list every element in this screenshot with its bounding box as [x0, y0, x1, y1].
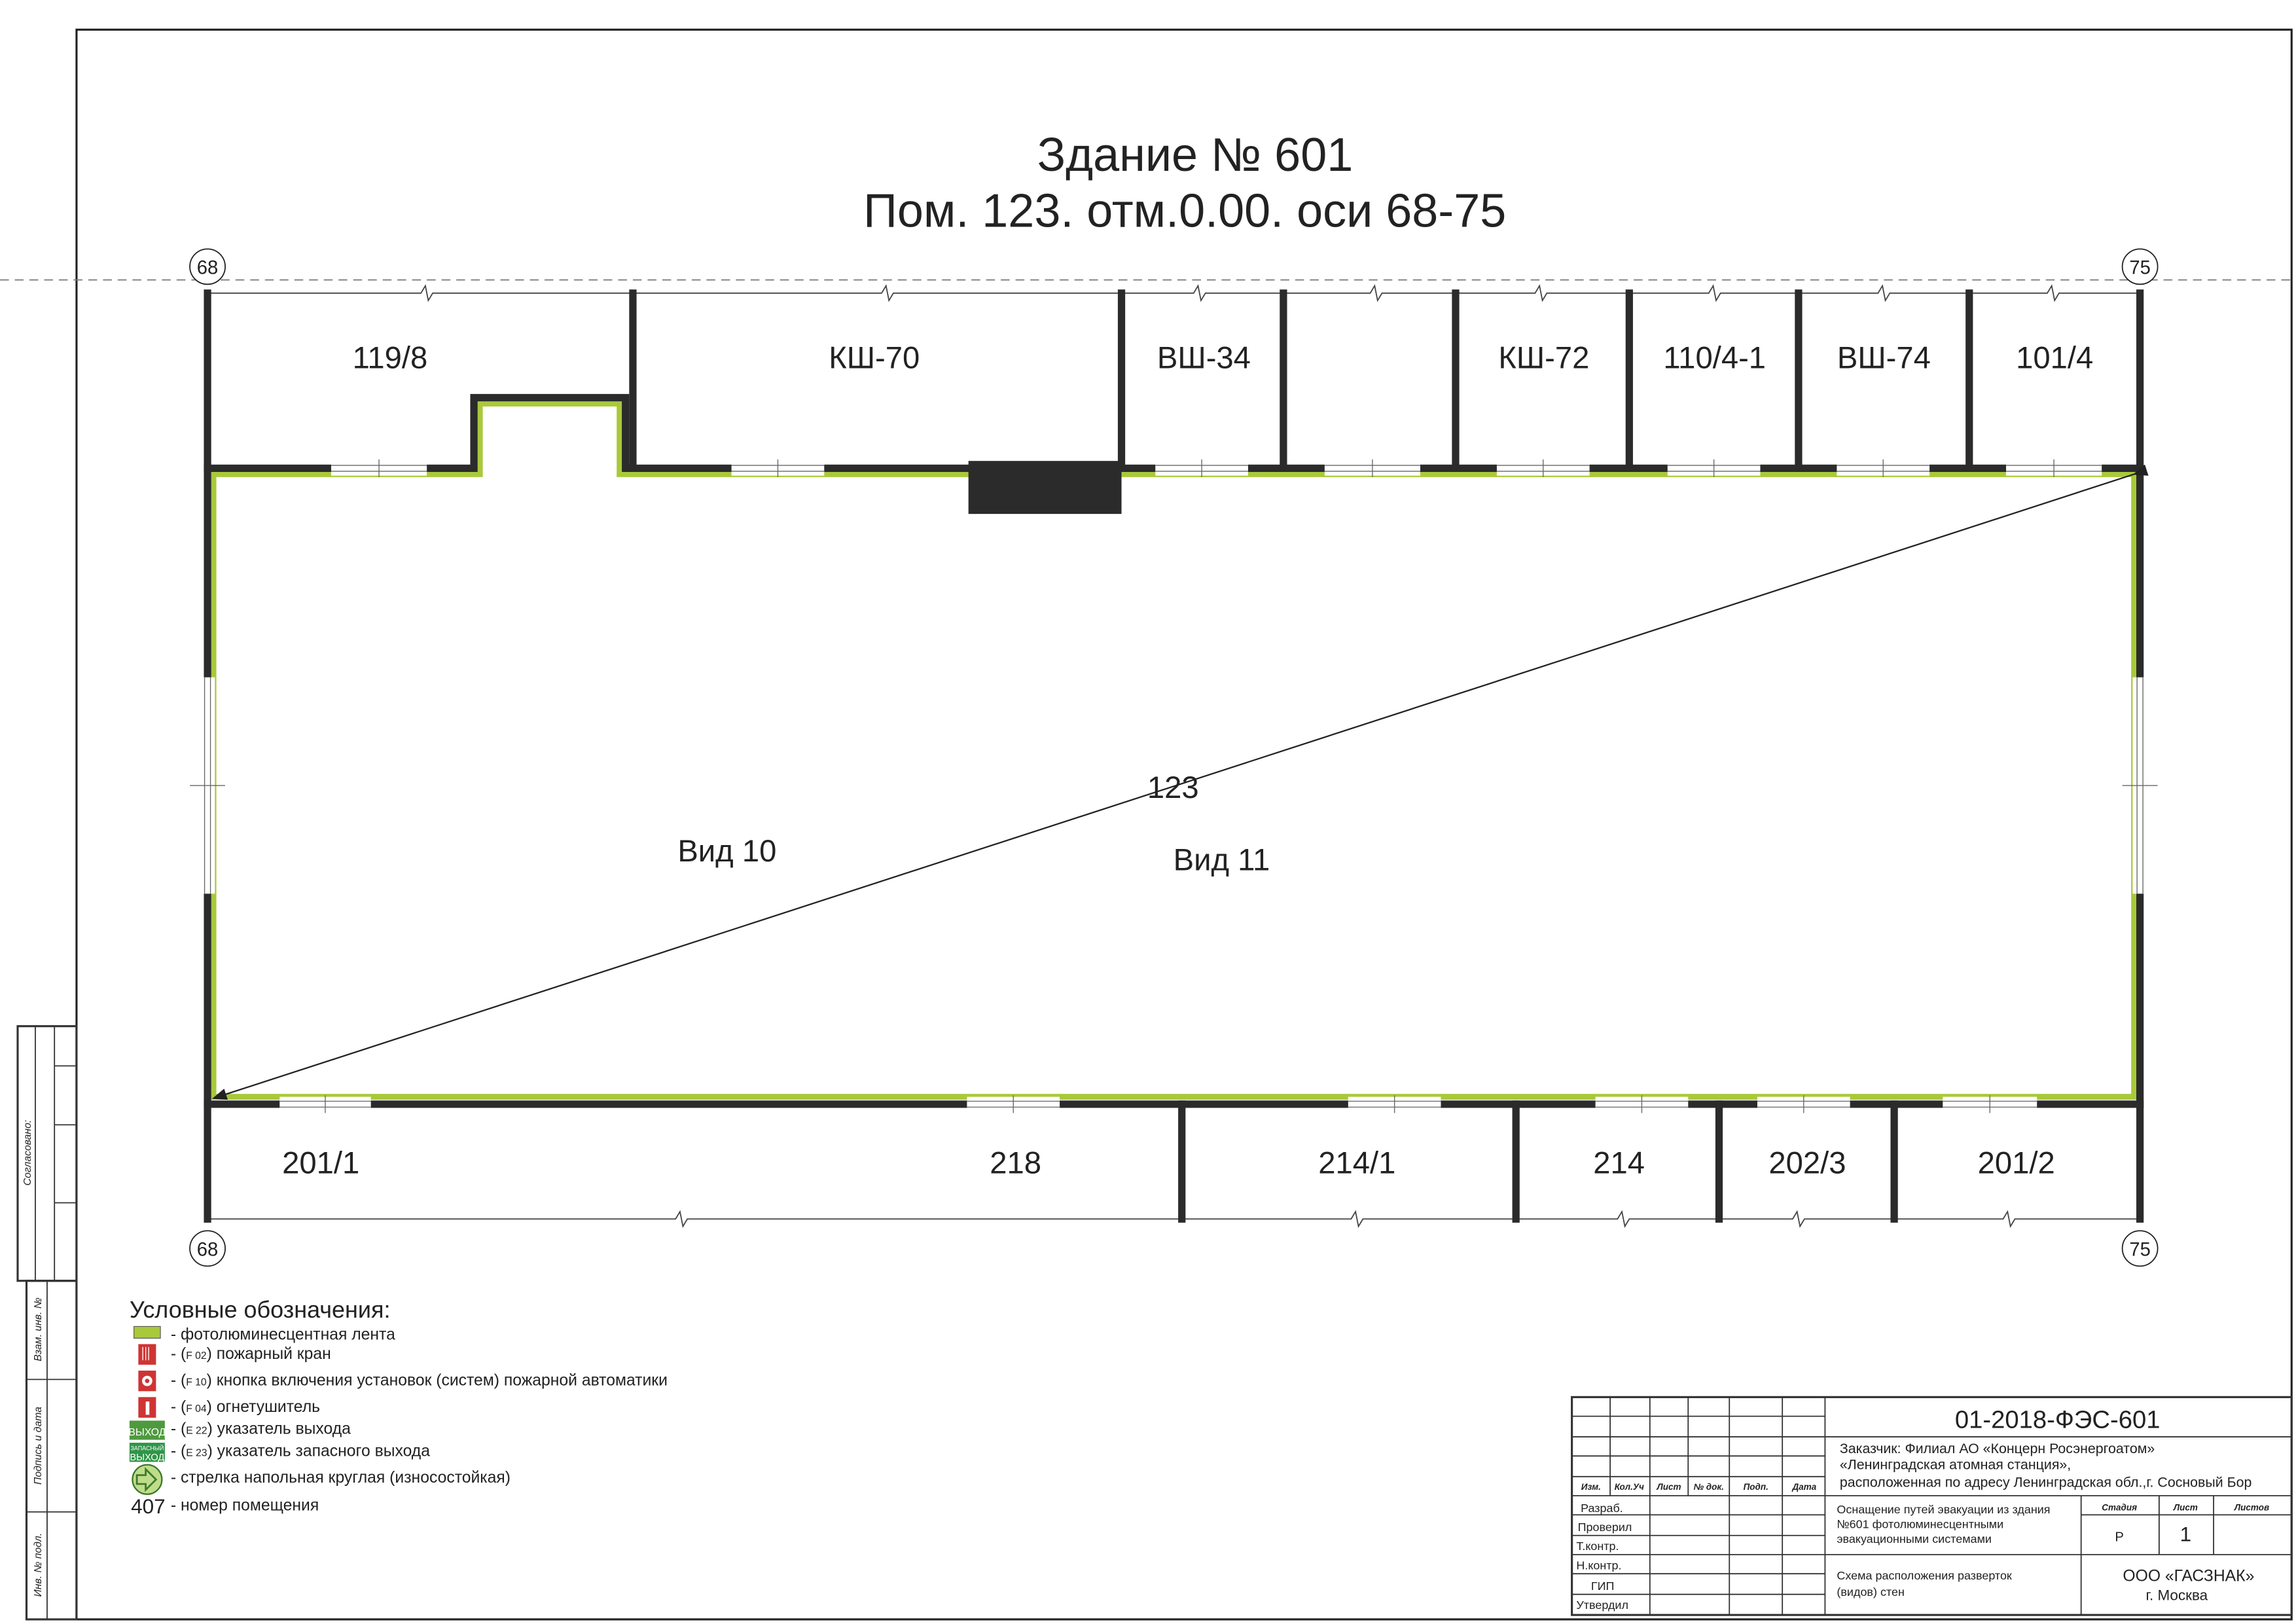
svg-text:Согласовано:: Согласовано:: [22, 1120, 33, 1185]
walls: [204, 289, 2144, 1223]
title-building: Здание № 601: [1037, 129, 1354, 181]
dimension-line: [207, 1210, 2140, 1228]
svg-text:- (F 02) пожарный кран: - (F 02) пожарный кран: [171, 1345, 331, 1363]
room-label: 101/4: [2016, 341, 2093, 376]
svg-text:Взам. инв. №: Взам. инв. №: [33, 1297, 44, 1361]
svg-text:Изм.: Изм.: [1581, 1482, 1601, 1492]
legend-item: - фотолюминесцентная лента: [134, 1326, 395, 1344]
svg-text:ЗАПАСНЫЙ: ЗАПАСНЫЙ: [130, 1444, 164, 1451]
svg-text:(видов) стен: (видов) стен: [1837, 1585, 1905, 1598]
axis-marker-68-bottom: 68: [189, 1230, 226, 1267]
svg-text:Разраб.: Разраб.: [1581, 1502, 1623, 1515]
svg-text:- (E 22) указатель выхода: - (E 22) указатель выхода: [171, 1420, 351, 1438]
room-label: 218: [990, 1146, 1041, 1181]
room-label: 119/8: [353, 341, 428, 376]
room-label: 202/3: [1768, 1146, 1846, 1181]
legend-item: ВЫХОД - (E 22) указатель выхода: [128, 1420, 351, 1440]
svg-text:75: 75: [2129, 1239, 2151, 1260]
svg-text:Схема расположения разверток: Схема расположения разверток: [1837, 1569, 2012, 1582]
svg-text:75: 75: [2129, 258, 2151, 279]
view-10-label: Вид 10: [677, 834, 776, 869]
svg-text:Оснащение путей эвакуации из з: Оснащение путей эвакуации из здания: [1837, 1503, 2050, 1516]
svg-text:Подпись и дата: Подпись и дата: [33, 1407, 44, 1485]
dimension-line: [207, 284, 2140, 302]
svg-text:Проверил: Проверил: [1578, 1521, 1632, 1534]
sheet-value: 1: [2180, 1523, 2192, 1546]
title-block: 01-2018-ФЭС-601 Заказчик: Филиал АО «Кон…: [1571, 1396, 2293, 1616]
legend-title: Условные обозначения:: [130, 1296, 391, 1323]
sheet-frame: [75, 28, 2293, 1621]
document-code: 01-2018-ФЭС-601: [1955, 1406, 2161, 1434]
legend-item: 407 - номер помещения: [131, 1495, 319, 1518]
svg-text:эвакуационными системами: эвакуационными системами: [1837, 1532, 1992, 1545]
room-label: КШ-70: [829, 341, 920, 376]
shaft-block: [968, 461, 1122, 514]
photoluminescent-tape: [210, 400, 2138, 1100]
svg-text:Н.контр.: Н.контр.: [1576, 1559, 1621, 1572]
svg-text:№601 фотолюминесцентными: №601 фотолюминесцентными: [1837, 1518, 2003, 1531]
legend-item: - (F 02) пожарный кран: [138, 1344, 331, 1365]
svg-text:Заказчик: Филиал АО «Концерн Р: Заказчик: Филиал АО «Концерн Росэнергоат…: [1840, 1441, 2155, 1456]
svg-text:ГИП: ГИП: [1591, 1579, 1615, 1593]
svg-text:Т.контр.: Т.контр.: [1576, 1540, 1619, 1553]
side-stamp: Согласовано: Взам. инв. № Подпись и дата…: [16, 1025, 78, 1621]
legend-item: ЗАПАСНЫЙ ВЫХОД - (E 23) указатель запасн…: [129, 1442, 430, 1463]
svg-text:«Ленинградская атомная станция: «Ленинградская атомная станция»,: [1840, 1457, 2071, 1473]
room-number-sample: 407: [131, 1495, 166, 1518]
svg-text:Дата: Дата: [1792, 1482, 1817, 1492]
dimension-lines: [207, 284, 2140, 1228]
svg-text:- (F 04) огнетушитель: - (F 04) огнетушитель: [171, 1398, 320, 1416]
svg-text:- фотолюминесцентная лента: - фотолюминесцентная лента: [171, 1326, 395, 1344]
axis-marker-68-top: 68: [189, 248, 226, 285]
legend-item: - (F 10) кнопка включения установок (сис…: [138, 1370, 668, 1392]
svg-text:Лист: Лист: [1657, 1482, 1681, 1492]
svg-text:68: 68: [197, 1239, 219, 1260]
stage-value: Р: [2115, 1530, 2124, 1545]
svg-text:Лист: Лист: [2173, 1503, 2198, 1513]
room-label: ВШ-74: [1837, 341, 1931, 376]
svg-text:Кол.Уч: Кол.Уч: [1615, 1482, 1644, 1492]
view-diagonal-arrow: [211, 464, 2149, 1100]
svg-text:Стадия: Стадия: [2102, 1503, 2137, 1513]
fire-hydrant-icon: [138, 1344, 156, 1365]
emergency-exit-sign-icon: [129, 1443, 165, 1462]
svg-text:68: 68: [197, 258, 219, 279]
company-city: г. Москва: [2146, 1587, 2208, 1604]
svg-text:Листов: Листов: [2234, 1503, 2269, 1513]
main-room-number: 123: [1147, 770, 1199, 805]
exit-sign-icon: [129, 1420, 165, 1440]
svg-text:ВЫХОД: ВЫХОД: [128, 1427, 166, 1438]
room-label: 214/1: [1318, 1146, 1395, 1181]
room-label: 201/1: [282, 1146, 359, 1181]
svg-text:расположенная по адресу Ленинг: расположенная по адресу Ленинградская об…: [1840, 1475, 2252, 1490]
svg-text:Инв. № подл.: Инв. № подл.: [33, 1533, 44, 1597]
legend-item: - (F 04) огнетушитель: [138, 1397, 320, 1418]
view-11-label: Вид 11: [1174, 842, 1270, 877]
axis-marker-75-top: 75: [2121, 248, 2159, 285]
floor-arrow-icon: [132, 1464, 163, 1495]
title-room: Пом. 123. отм.0.00. оси 68-75: [863, 185, 1506, 238]
svg-text:Подп.: Подп.: [1744, 1482, 1768, 1492]
company-name: ООО «ГАСЗНАК»: [2123, 1567, 2254, 1585]
legend-item: - стрелка напольная круглая (износостойк…: [132, 1464, 511, 1495]
svg-text:- (E 23) указатель запасного в: - (E 23) указатель запасного выхода: [171, 1442, 430, 1460]
axis-marker-75-bottom: 75: [2121, 1230, 2159, 1267]
svg-text:- (F 10) кнопка включения уста: - (F 10) кнопка включения установок (сис…: [171, 1371, 668, 1389]
legend: Условные обозначения: - фотолюминесцентн…: [128, 1296, 668, 1518]
tape-swatch-icon: [134, 1326, 161, 1339]
svg-text:№ док.: № док.: [1694, 1482, 1724, 1492]
room-label: КШ-72: [1498, 341, 1589, 376]
svg-text:- стрелка напольная круглая (и: - стрелка напольная круглая (износостойк…: [171, 1469, 511, 1487]
room-label: 201/2: [1978, 1146, 2055, 1181]
svg-text:Утвердил: Утвердил: [1576, 1598, 1628, 1612]
svg-text:- номер помещения: - номер помещения: [171, 1497, 319, 1515]
room-label: ВШ-34: [1157, 341, 1251, 376]
room-label: 110/4-1: [1663, 341, 1766, 376]
room-label: 214: [1593, 1146, 1645, 1181]
svg-text:ВЫХОД: ВЫХОД: [130, 1453, 164, 1463]
